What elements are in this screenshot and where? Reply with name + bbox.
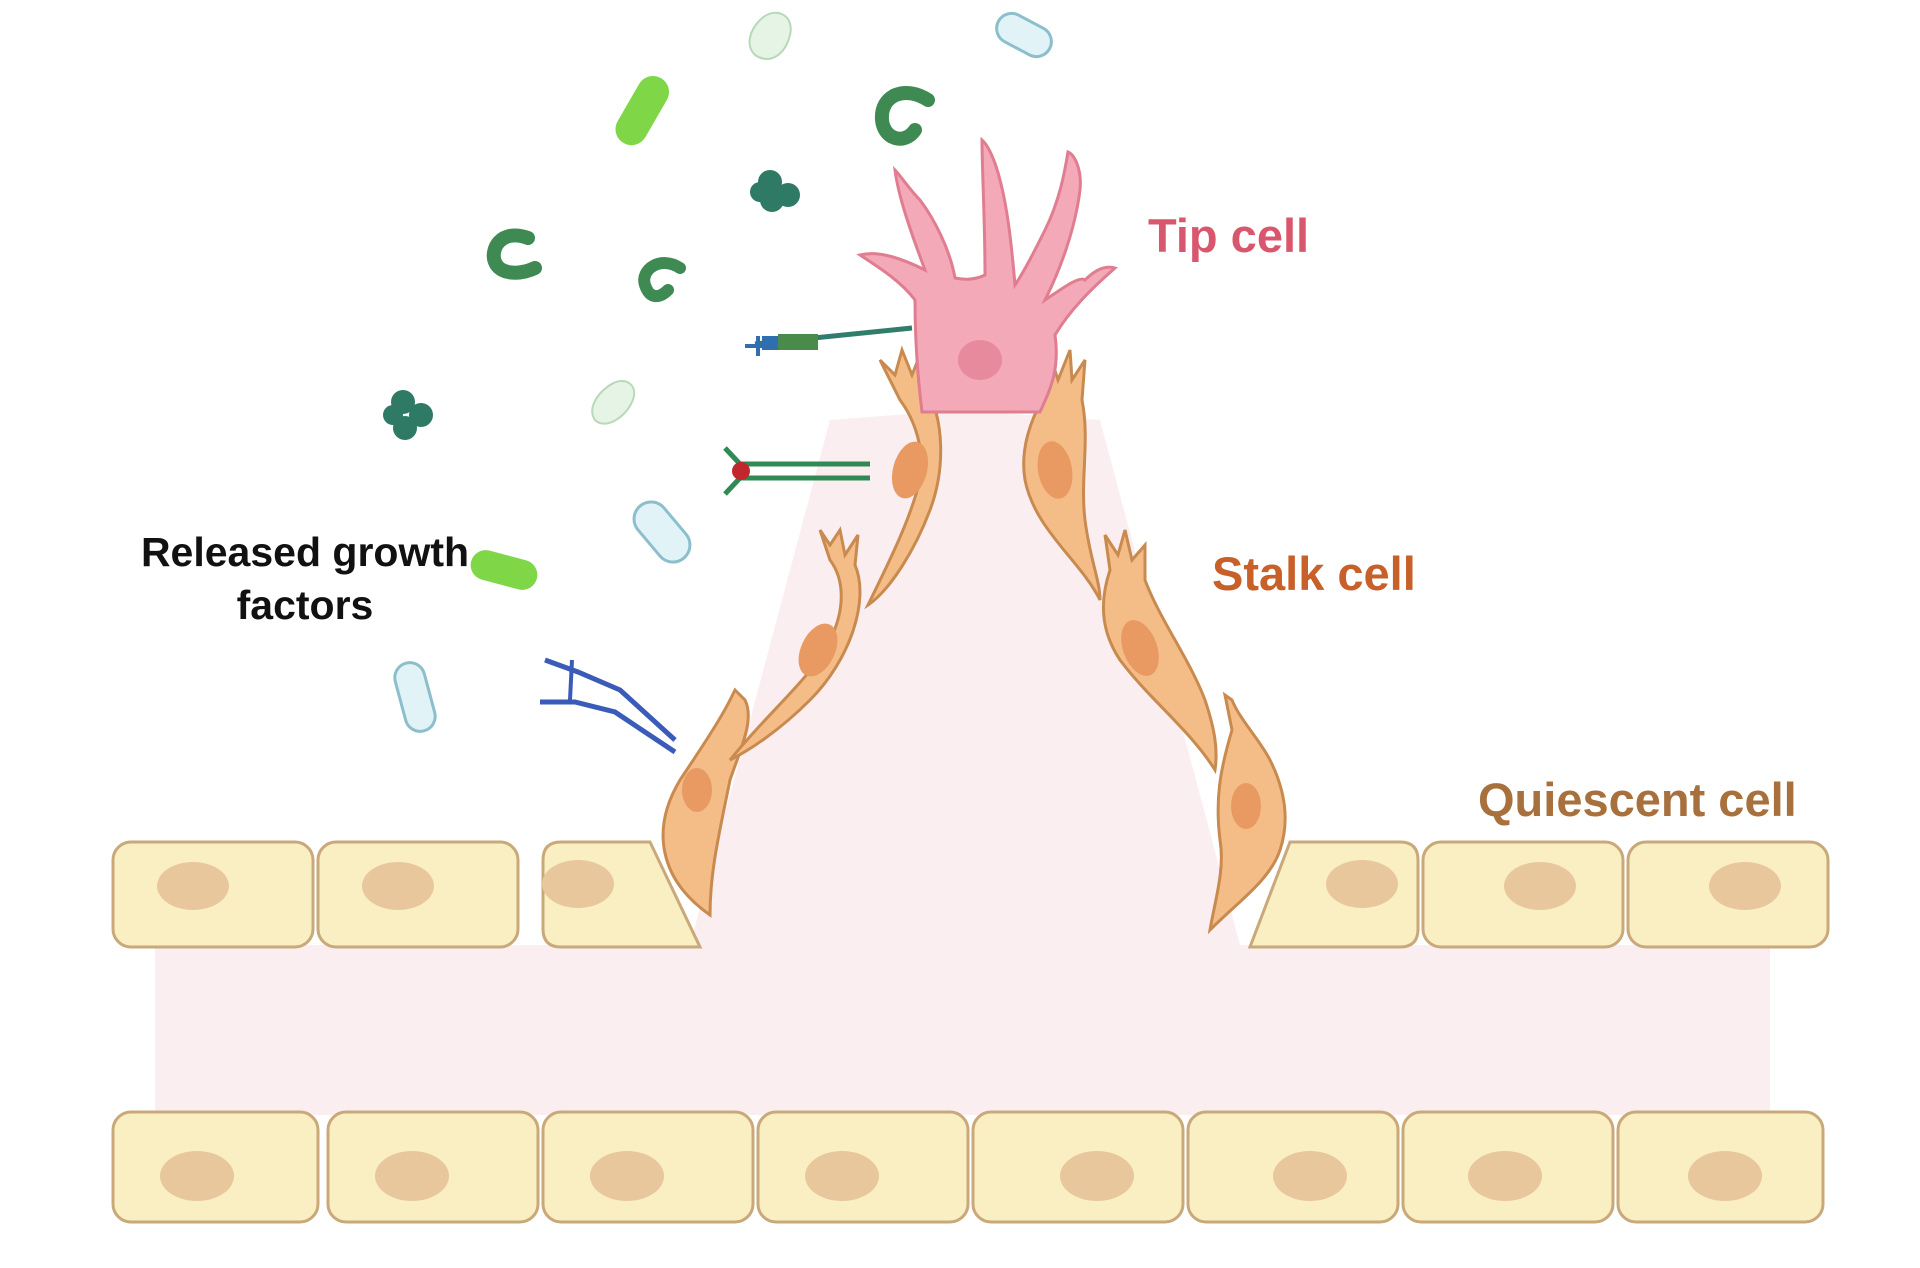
stalk-cell <box>1207 691 1287 935</box>
ligand-icon <box>745 325 913 356</box>
tip-cell-label: Tip cell <box>1148 209 1310 262</box>
vessel-top-wall <box>111 840 1830 949</box>
receptor-icon <box>723 446 870 496</box>
c-shaped-growth-factor-icon <box>874 85 935 146</box>
c-shaped-growth-factor-icon <box>486 228 542 280</box>
quiescent-cell <box>326 1110 540 1224</box>
quiescent-cell <box>1186 1110 1400 1224</box>
quiescent-cell <box>541 1110 755 1224</box>
quiescent-cell <box>541 840 703 949</box>
rod-growth-factor-icon <box>748 11 792 60</box>
rod-growth-factor-icon <box>393 661 437 733</box>
quiescent-cell <box>1626 840 1830 949</box>
stalk-cell-label: Stalk cell <box>1212 547 1416 600</box>
stalk-cell <box>864 345 943 610</box>
quiescent-cell <box>971 1110 1185 1224</box>
tip-cell <box>856 136 1119 414</box>
clover-growth-factor-icon <box>750 170 800 212</box>
rod-growth-factor-icon <box>591 380 636 425</box>
quiescent-cell <box>111 840 315 949</box>
antibody-icon <box>540 657 677 755</box>
released-growth-factors-label: Released growth factors <box>140 529 470 628</box>
vessel-bottom-wall <box>111 1110 1825 1224</box>
vessel-lumen <box>155 410 1770 1115</box>
c-shaped-growth-factor-icon <box>638 257 686 303</box>
stalk-cell <box>1022 349 1102 601</box>
stalk-cells <box>661 345 1287 935</box>
released-growth-factors <box>383 11 1053 733</box>
rod-growth-factor-icon <box>632 500 692 564</box>
quiescent-cell <box>1421 840 1625 949</box>
rod-growth-factor-icon <box>615 75 669 146</box>
quiescent-cell <box>1401 1110 1615 1224</box>
quiescent-cell <box>1616 1110 1825 1224</box>
quiescent-cell <box>1247 840 1420 949</box>
rod-growth-factor-icon <box>470 550 538 590</box>
quiescent-cell <box>111 1110 320 1224</box>
stalk-cell <box>1101 529 1218 775</box>
rod-growth-factor-icon <box>995 11 1053 59</box>
stalk-cell <box>728 526 862 762</box>
quiescent-cell-label: Quiescent cell <box>1478 773 1797 826</box>
quiescent-cell <box>756 1110 970 1224</box>
stalk-cell <box>661 687 750 918</box>
quiescent-cell <box>316 840 520 949</box>
clover-growth-factor-icon <box>383 390 433 440</box>
